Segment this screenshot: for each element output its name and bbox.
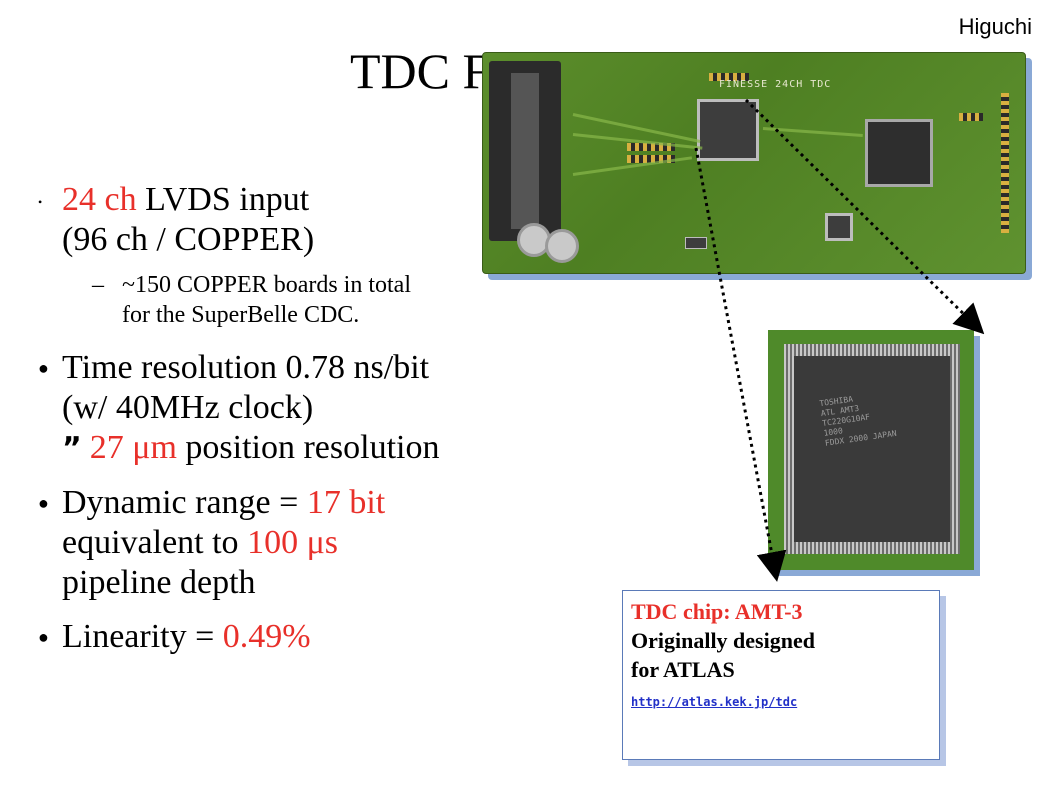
time-resolution-line1: Time resolution 0.78 ns/bit <box>62 349 430 386</box>
header-pins-right <box>959 113 983 121</box>
small-ic-2 <box>685 237 707 249</box>
header-pins-top <box>709 73 749 81</box>
pipeline-depth-label: pipeline depth <box>62 564 256 601</box>
bullet-copper-boards: – ~150 COPPER boards in total for the Su… <box>34 270 594 330</box>
dash-icon: – <box>92 272 104 298</box>
chip-origin-line1: Originally designed <box>631 628 815 653</box>
implies-icon: ” <box>62 431 82 466</box>
bullet-dot-icon: ● <box>38 358 49 378</box>
callout-arrow-left <box>694 147 787 582</box>
dynamic-range-label: Dynamic range = <box>62 484 307 521</box>
chip-info-box: TDC chip: AMT-3 Originally designed for … <box>622 590 950 770</box>
time-resolution-line2: (w/ 40MHz clock) <box>62 389 314 426</box>
header-pins-edge <box>1001 93 1009 233</box>
linearity-value: 0.49% <box>222 618 311 655</box>
tdc-board-photo: FINESSE 24CH TDC <box>482 52 1030 278</box>
equivalent-label: equivalent to <box>62 524 248 561</box>
chip-closeup-photo: TOSHIBA ATL AMT3 TC220G10AF 1000 FDDX 20… <box>768 330 980 576</box>
board-connector <box>489 61 561 241</box>
bullet-list: • 24 ch LVDS input (96 ch / COPPER) – ~1… <box>34 180 594 671</box>
bullet-dot-icon: ● <box>38 493 49 513</box>
lvds-label: LVDS input <box>136 181 310 218</box>
copper-boards-line1: ~150 COPPER boards in total <box>122 272 411 298</box>
bullet-linearity: ● Linearity = 0.49% <box>34 617 594 657</box>
position-resolution-label: position resolution <box>176 429 440 466</box>
pcb-board: FINESSE 24CH TDC <box>482 52 1026 274</box>
lemo-connector-2 <box>545 229 579 263</box>
pipeline-depth-value: 100 μs <box>247 524 339 561</box>
amt3-chip <box>697 99 759 161</box>
header-pins-left-2 <box>627 155 675 163</box>
fpga-chip <box>865 119 933 187</box>
chip-photo-background: TOSHIBA ATL AMT3 TC220G10AF 1000 FDDX 20… <box>768 330 974 570</box>
channel-count: 24 ch <box>62 181 137 218</box>
copper-boards-line2: for the SuperBelle CDC. <box>122 302 360 328</box>
callout-arrow-right <box>744 98 985 335</box>
chip-origin-line2: for ATLAS <box>631 657 735 682</box>
bullet-time-resolution: ● Time resolution 0.78 ns/bit (w/ 40MHz … <box>34 348 594 469</box>
author-name: Higuchi <box>958 14 1032 39</box>
position-resolution-value: 27 μm <box>89 429 177 466</box>
chip-info-content: TDC chip: AMT-3 Originally designed for … <box>622 590 940 760</box>
bullet-dot-icon: ● <box>38 627 49 647</box>
chip-package <box>794 356 950 542</box>
bullet-lvds-input: • 24 ch LVDS input (96 ch / COPPER) <box>34 180 594 260</box>
atlas-tdc-link[interactable]: http://atlas.kek.jp/tdc <box>631 695 798 709</box>
bullet-dynamic-range: ● Dynamic range = 17 bit equivalent to 1… <box>34 483 594 603</box>
bullet-dot-icon: • <box>38 195 43 209</box>
chip-name: TDC chip: AMT-3 <box>631 599 803 624</box>
copper-channels: (96 ch / COPPER) <box>62 221 315 258</box>
linearity-label: Linearity = <box>62 618 223 655</box>
board-label: FINESSE 24CH TDC <box>719 79 832 90</box>
header-pins-left <box>627 143 675 151</box>
small-ic-1 <box>825 213 853 241</box>
dynamic-range-value: 17 bit <box>306 484 386 521</box>
